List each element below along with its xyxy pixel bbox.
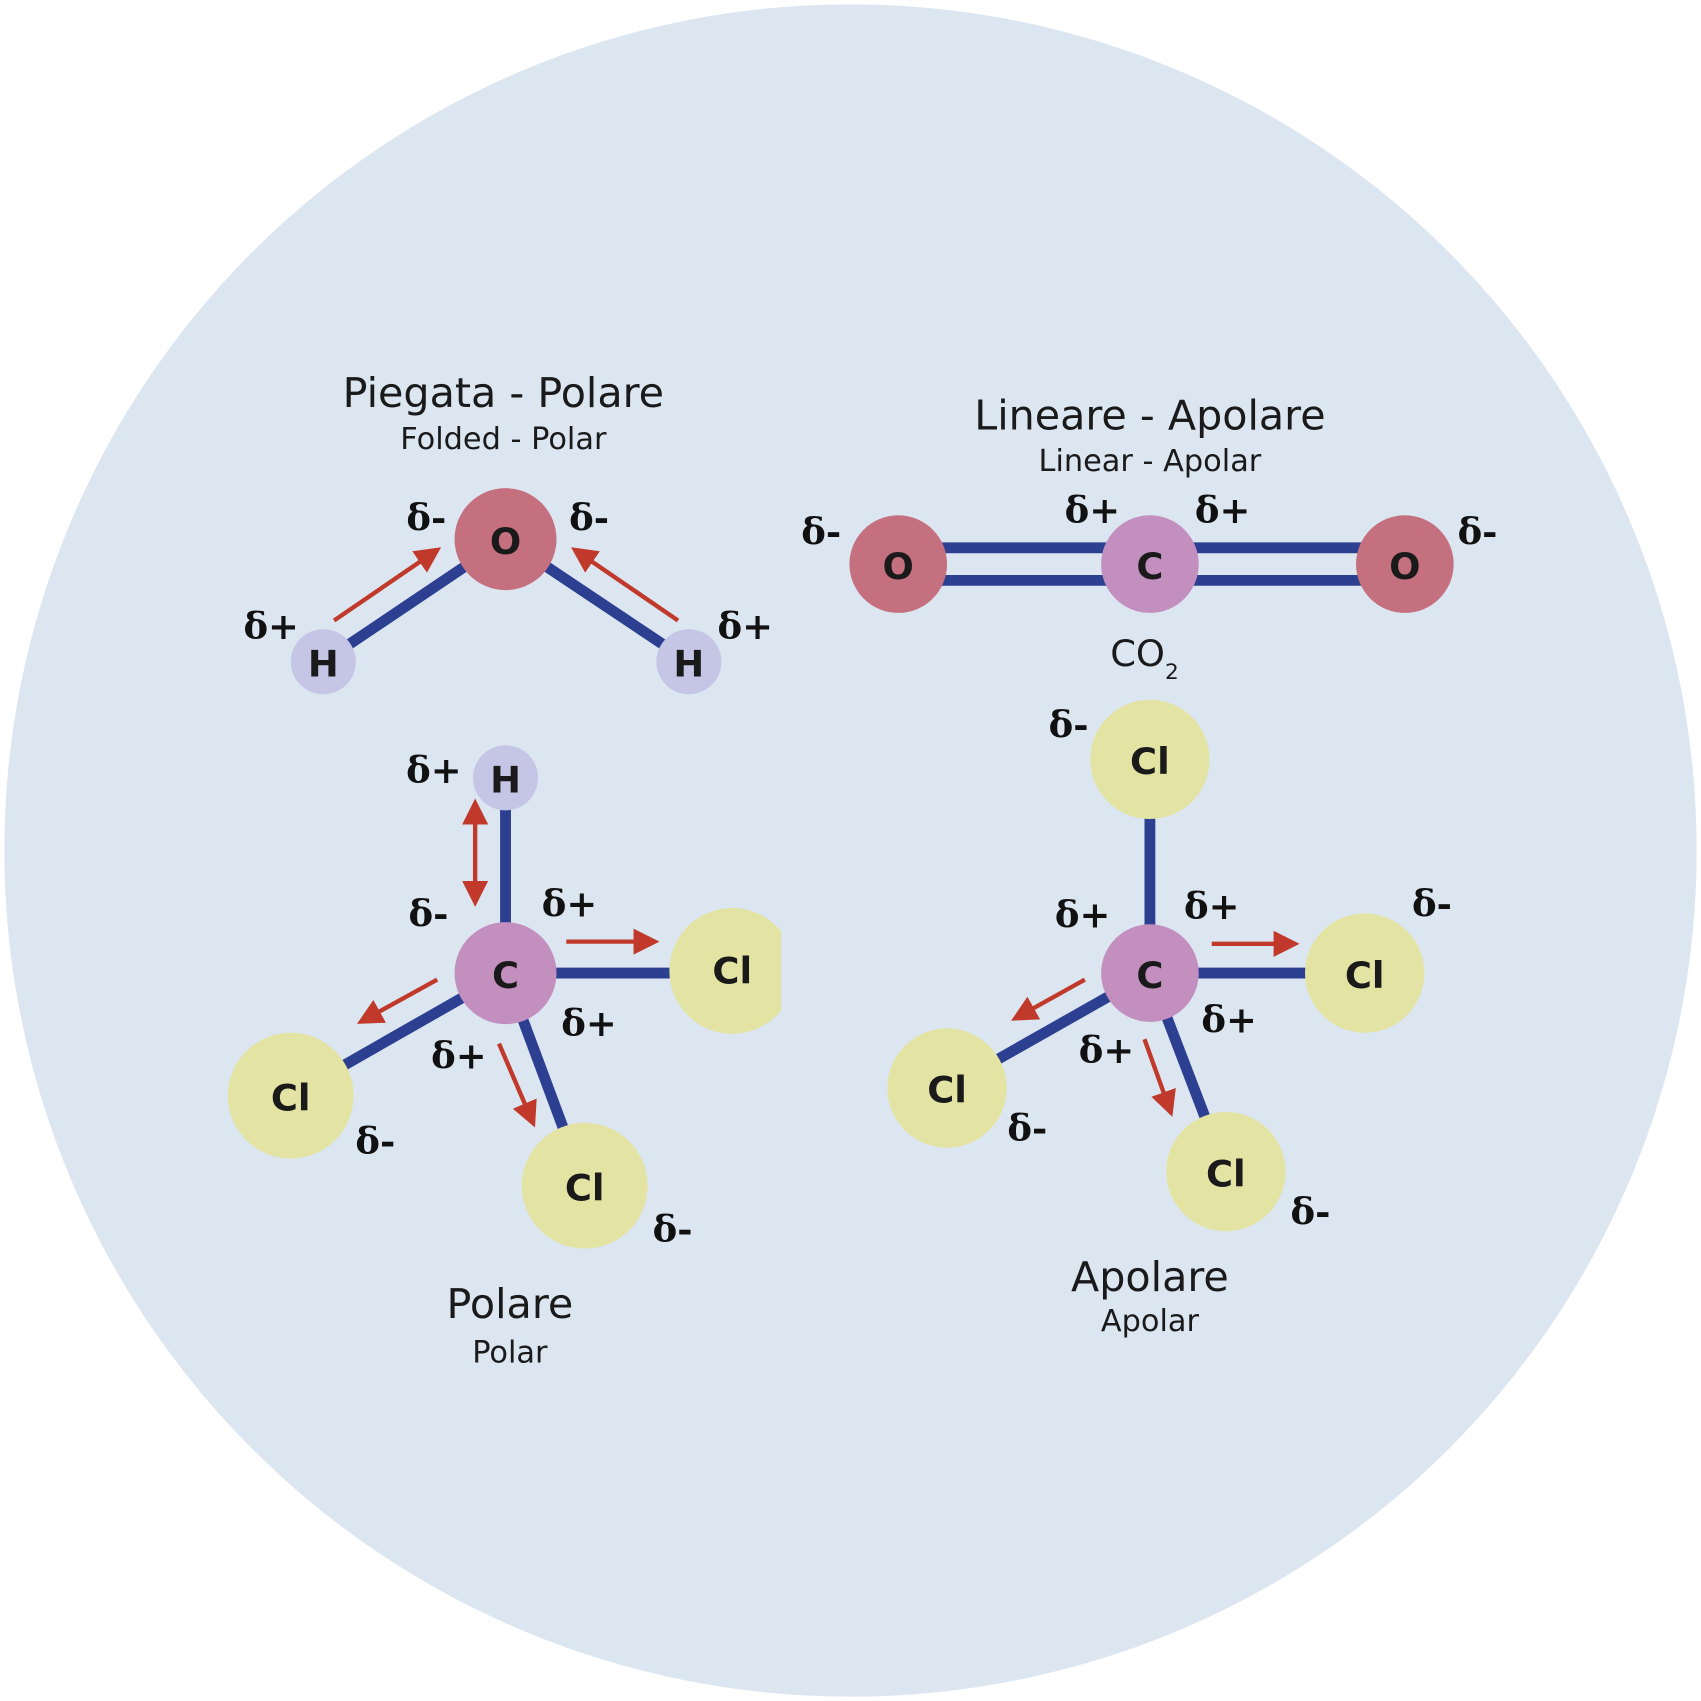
atom-label: Cl xyxy=(927,1069,967,1112)
partial-charge: δ+ xyxy=(1184,884,1240,928)
dipole-arrow xyxy=(332,547,442,623)
partial-charge: δ+ xyxy=(1195,488,1251,532)
co2-subtitle: Linear - Apolar xyxy=(1039,444,1262,479)
atom-label: H xyxy=(490,758,521,801)
oxygen-atom xyxy=(849,515,948,613)
atom-label: H xyxy=(308,642,339,685)
atom-label: Cl xyxy=(271,1076,311,1119)
formula-subscript: 2 xyxy=(1165,660,1179,685)
dipole-arrow xyxy=(1011,977,1086,1021)
hydrogen-atom xyxy=(472,745,539,811)
co2-title: Lineare - Apolare xyxy=(974,392,1325,440)
dipole-arrow xyxy=(571,547,680,623)
partial-charge: δ+ xyxy=(243,604,299,648)
atom-label: Cl xyxy=(1206,1152,1246,1195)
ccl4-title: Apolare xyxy=(1071,1253,1229,1301)
chlorine-atom xyxy=(1305,913,1425,1033)
partial-charge: δ+ xyxy=(561,1001,616,1045)
atom-label: H xyxy=(673,642,704,685)
atom-label: C xyxy=(492,954,519,997)
chlorine-atom xyxy=(227,1032,354,1159)
atom-label: Cl xyxy=(712,949,752,992)
partial-charge: δ+ xyxy=(718,604,774,648)
co2-molecule: Lineare - Apolare Linear - Apolar O C O … xyxy=(801,392,1497,686)
partial-charge: δ- xyxy=(1007,1106,1047,1150)
carbon-atom xyxy=(454,922,557,1025)
oxygen-atom xyxy=(454,488,557,591)
atom-label: Cl xyxy=(1130,740,1170,783)
hydrogen-atom xyxy=(290,629,356,695)
partial-charge: δ- xyxy=(1049,703,1089,747)
oxygen-atom xyxy=(1356,515,1454,613)
chcl3-title: Polare xyxy=(447,1280,574,1328)
chlorine-atom xyxy=(1166,1111,1286,1232)
atom-label: O xyxy=(883,545,914,588)
partial-charge: δ- xyxy=(653,1207,693,1251)
atom-label: C xyxy=(1136,954,1163,997)
ccl4-molecule: C Cl Cl Cl Cl δ- δ+ δ+ δ- δ+ δ+ δ- δ- Ap… xyxy=(887,699,1452,1339)
partial-charge: δ+ xyxy=(1055,893,1111,937)
water-molecule: Piegata - Polare Folded - Polar O H H δ-… xyxy=(243,369,774,695)
chlorine-atom xyxy=(1090,699,1210,820)
partial-charge: δ- xyxy=(406,495,446,539)
chlorine-atom xyxy=(887,1028,1007,1148)
partial-charge: δ+ xyxy=(1201,998,1257,1042)
partial-charge: δ+ xyxy=(431,1034,487,1078)
partial-charge: δ- xyxy=(409,891,449,935)
partial-charge: δ- xyxy=(1291,1190,1331,1234)
atom-label: O xyxy=(1389,545,1420,588)
formula-text: CO xyxy=(1110,632,1165,675)
co2-formula: CO2 xyxy=(1110,632,1179,685)
background-circle xyxy=(4,4,1697,1697)
partial-charge: δ+ xyxy=(542,882,597,926)
partial-charge: δ- xyxy=(801,510,841,554)
partial-charge: δ- xyxy=(355,1119,395,1163)
carbon-atom xyxy=(1101,924,1199,1022)
partial-charge: δ- xyxy=(1458,510,1498,554)
water-title: Piegata - Polare xyxy=(343,369,664,417)
water-subtitle: Folded - Polar xyxy=(400,422,607,457)
partial-charge: δ- xyxy=(1412,882,1452,926)
ccl4-subtitle: Apolar xyxy=(1101,1304,1200,1339)
dipole-arrow xyxy=(497,1042,537,1128)
chlorine-atom xyxy=(521,1122,648,1249)
chcl3-molecule: C H Cl Cl Cl δ+ δ- δ+ δ+ δ+ δ- δ- Polare… xyxy=(227,745,782,1371)
hydrogen-atom xyxy=(656,629,722,695)
chlorine-atom xyxy=(669,908,782,1034)
dipole-arrow xyxy=(1142,1038,1176,1117)
partial-charge: δ+ xyxy=(1065,488,1121,532)
atom-label: Cl xyxy=(1345,954,1385,997)
carbon-atom xyxy=(1101,515,1199,613)
dipole-arrow xyxy=(356,977,439,1024)
atom-label: C xyxy=(1136,545,1163,588)
partial-charge: δ- xyxy=(569,495,609,539)
partial-charge: δ+ xyxy=(1079,1028,1135,1072)
chcl3-subtitle: Polar xyxy=(472,1336,548,1371)
partial-charge: δ+ xyxy=(406,748,462,792)
atom-label: Cl xyxy=(565,1166,605,1209)
atom-label: O xyxy=(490,520,521,563)
